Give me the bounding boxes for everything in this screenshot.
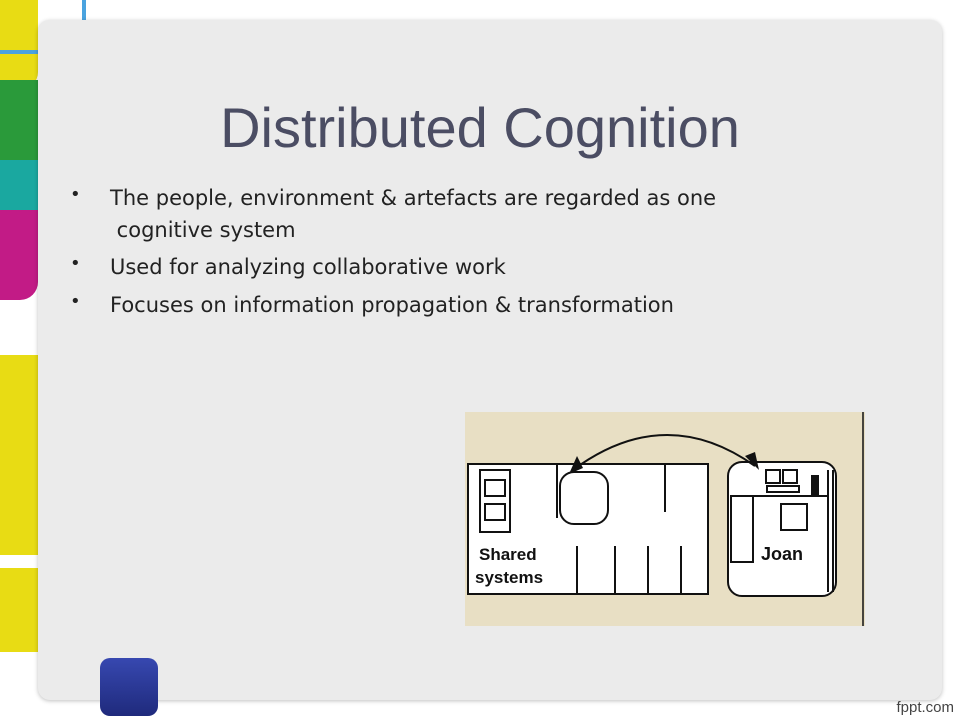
bullet-3-line-1: Focuses on information propagation & tra… xyxy=(110,293,674,317)
watermark: fppt.com xyxy=(896,699,954,716)
information-flow-arrow xyxy=(572,434,756,471)
arrowhead-left xyxy=(569,456,583,474)
joan-room xyxy=(727,461,837,597)
label-person: Joan xyxy=(761,544,803,564)
label-shared-line-2: systems xyxy=(475,568,543,587)
shared-systems-room xyxy=(467,463,709,595)
bullet-marker: • xyxy=(70,184,81,205)
slide-title: Distributed Cognition xyxy=(220,96,740,159)
bullet-marker: • xyxy=(70,291,81,312)
label-shared-line-1: Shared xyxy=(479,545,537,564)
deco-blue-square xyxy=(100,658,158,716)
floor-plan-diagram: Shared systems Joan xyxy=(465,412,865,626)
bullet-1-line-1: The people, environment & artefacts are … xyxy=(110,186,717,210)
bullet-2-line-1: Used for analyzing collaborative work xyxy=(110,255,506,279)
bullet-marker: • xyxy=(70,253,81,274)
bullet-1-line-2: cognitive system xyxy=(110,218,296,242)
deco-magenta xyxy=(0,210,38,300)
arrowhead-right xyxy=(745,452,759,470)
